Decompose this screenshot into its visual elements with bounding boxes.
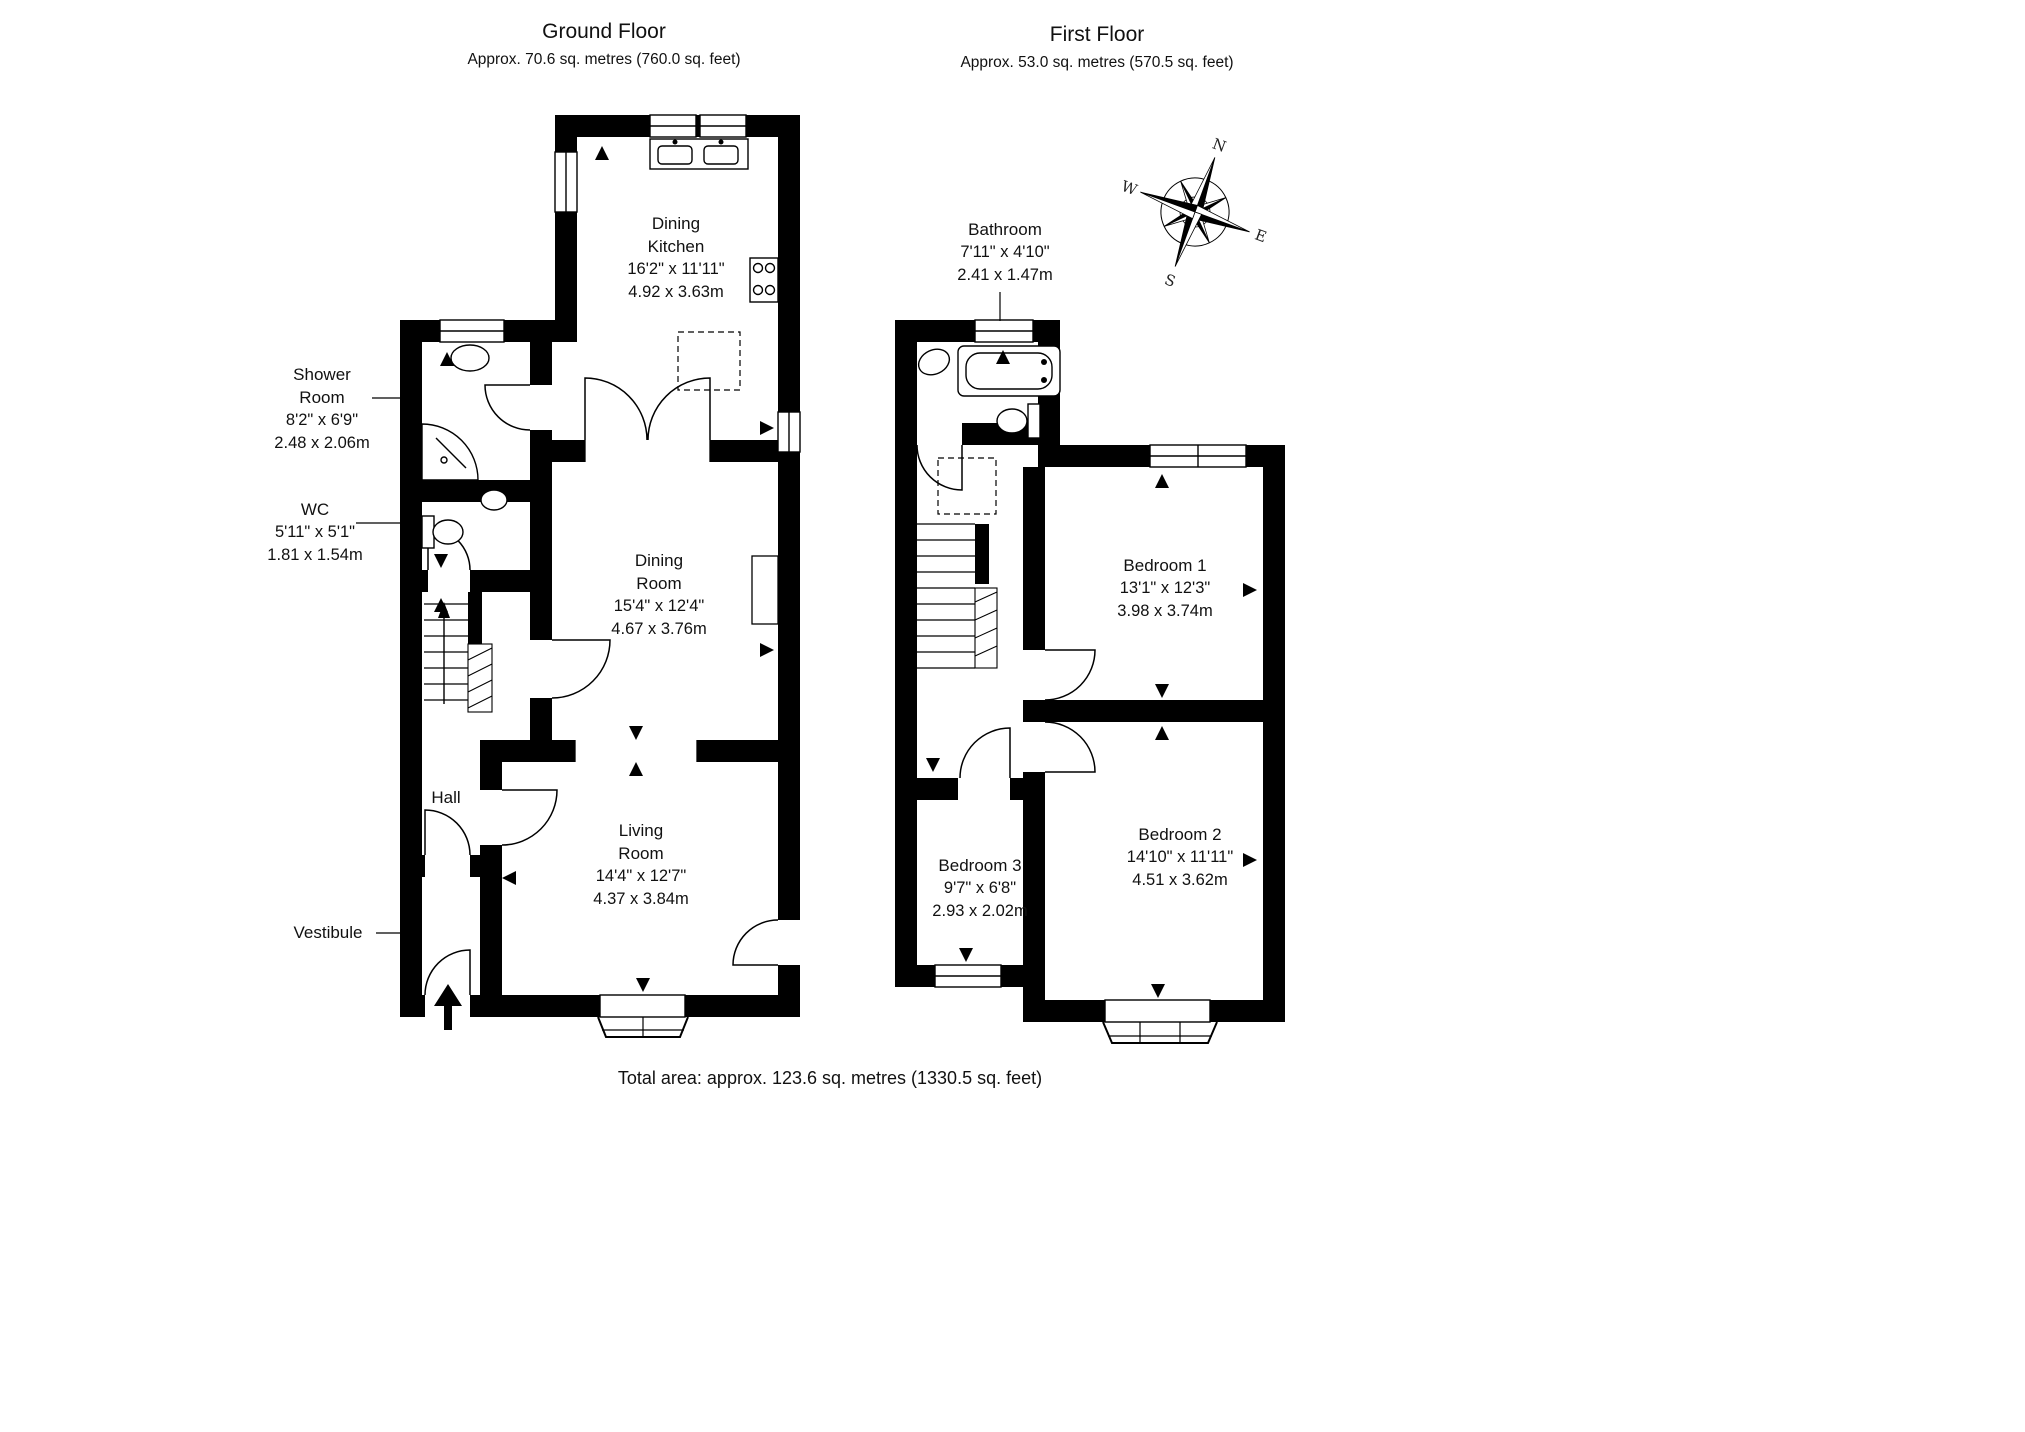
wc-basin — [480, 489, 508, 511]
bathroom-basin — [917, 348, 951, 376]
ground-dimension-ticks — [434, 146, 774, 992]
room-dims-imperial: 14'10" x 11'11" — [1126, 848, 1234, 866]
compass-north-label: N — [1210, 135, 1228, 156]
room-label-bedroom2: Bedroom 2 14'10" x 11'11" 4.51 x 3.62m — [1127, 823, 1233, 892]
kitchen-sink — [649, 138, 749, 170]
ground-bay-window — [597, 994, 689, 1038]
room-name: Dining Room — [634, 551, 684, 593]
room-label-hall: Hall — [431, 786, 460, 809]
room-dims-metric: 3.98 x 3.74m — [1117, 602, 1213, 620]
ground-opening-jambs — [574, 440, 711, 762]
ground-floor-doors — [424, 377, 779, 996]
room-label-bathroom: Bathroom 7'11" x 4'10" 2.41 x 1.47m — [957, 218, 1052, 287]
floor-area-text: Approx. 70.6 sq. metres (760.0 sq. feet) — [467, 51, 741, 68]
wc-toilet — [421, 515, 464, 549]
ground-floor-windows — [439, 114, 801, 453]
room-dims-metric: 4.92 x 3.63m — [628, 283, 724, 301]
room-name: Shower Room — [293, 365, 351, 407]
room-label-bedroom1: Bedroom 1 13'1" x 12'3" 3.98 x 3.74m — [1117, 554, 1212, 623]
dining-alcove — [751, 555, 779, 625]
floor-area-text: Approx. 53.0 sq. metres (570.5 sq. feet) — [960, 54, 1234, 71]
room-dims-metric: 4.67 x 3.76m — [611, 620, 707, 638]
room-name: Bathroom — [968, 220, 1042, 239]
room-label-vestibule: Vestibule — [294, 921, 363, 944]
first-floor-openings — [917, 423, 1210, 1022]
compass-rose-icon: N E S W — [1119, 135, 1269, 291]
first-stairs — [917, 523, 998, 669]
ground-stairs — [424, 592, 493, 713]
room-name: Dining Kitchen — [647, 214, 705, 256]
first-dimension-ticks — [926, 350, 1257, 998]
label-leader-lines — [356, 292, 1001, 934]
room-dims-imperial: 9'7" x 6'8" — [943, 879, 1017, 897]
room-dims-metric: 2.93 x 2.02m — [932, 902, 1028, 920]
room-label-shower-room: Shower Room 8'2" x 6'9" 2.48 x 2.06m — [274, 363, 369, 455]
room-dims-imperial: 13'1" x 12'3" — [1119, 579, 1211, 597]
room-dims-metric: 4.51 x 3.62m — [1132, 871, 1228, 889]
room-name: WC — [300, 500, 330, 519]
bath — [957, 345, 1061, 397]
room-name: Living Room — [618, 821, 664, 863]
compass-west-label: W — [1119, 177, 1140, 199]
room-label-living-room: Living Room 14'4" x 12'7" 4.37 x 3.84m — [593, 819, 688, 911]
first-bay-window — [1102, 999, 1218, 1044]
room-label-wc: WC 5'11" x 5'1" 1.81 x 1.54m — [267, 498, 362, 567]
room-name: Hall — [431, 788, 461, 807]
floor-title-text: First Floor — [1049, 23, 1145, 46]
entrance-arrow-icon — [434, 984, 462, 1030]
room-dims-imperial: 5'11" x 5'1" — [274, 523, 356, 541]
room-name: Bedroom 2 — [1138, 825, 1222, 844]
room-dims-imperial: 16'2" x 11'11" — [627, 260, 725, 278]
room-dims-metric: 1.81 x 1.54m — [267, 546, 363, 564]
shower-room-basin — [450, 344, 490, 372]
ground-floor-title: Ground Floor Approx. 70.6 sq. metres (76… — [467, 20, 740, 69]
room-label-dining-room: Dining Room 15'4" x 12'4" 4.67 x 3.76m — [611, 549, 706, 641]
floor-title-text: Ground Floor — [542, 20, 666, 43]
total-area-text: Total area: approx. 123.6 sq. metres (13… — [617, 1068, 1043, 1088]
room-label-dining-kitchen: Dining Kitchen 16'2" x 11'11" 4.92 x 3.6… — [627, 212, 724, 304]
room-dims-imperial: 7'11" x 4'10" — [960, 243, 1050, 261]
room-name: Bedroom 3 — [938, 856, 1022, 875]
compass-east-label: E — [1253, 226, 1269, 247]
room-dims-imperial: 14'4" x 12'7" — [595, 867, 687, 885]
room-dims-imperial: 8'2" x 6'9" — [285, 411, 359, 429]
room-name: Bedroom 1 — [1123, 556, 1207, 575]
shower-enclosure — [421, 423, 479, 481]
bathroom-toilet — [996, 403, 1041, 439]
room-dims-metric: 2.48 x 2.06m — [274, 434, 370, 452]
compass-south-label: S — [1162, 270, 1178, 290]
room-dims-metric: 2.41 x 1.47m — [957, 266, 1053, 284]
cooker-hob — [749, 257, 779, 303]
room-label-bedroom3: Bedroom 3 9'7" x 6'8" 2.93 x 2.02m — [932, 854, 1027, 923]
room-dims-imperial: 15'4" x 12'4" — [613, 597, 705, 615]
room-dims-metric: 4.37 x 3.84m — [593, 890, 689, 908]
first-floor-title: First Floor Approx. 53.0 sq. metres (570… — [960, 23, 1233, 72]
room-name: Vestibule — [293, 923, 363, 942]
first-floor-windows — [934, 319, 1247, 988]
kitchen-rooflight — [677, 331, 741, 391]
landing-rooflight — [937, 457, 997, 515]
first-floor-doors — [916, 444, 1096, 779]
